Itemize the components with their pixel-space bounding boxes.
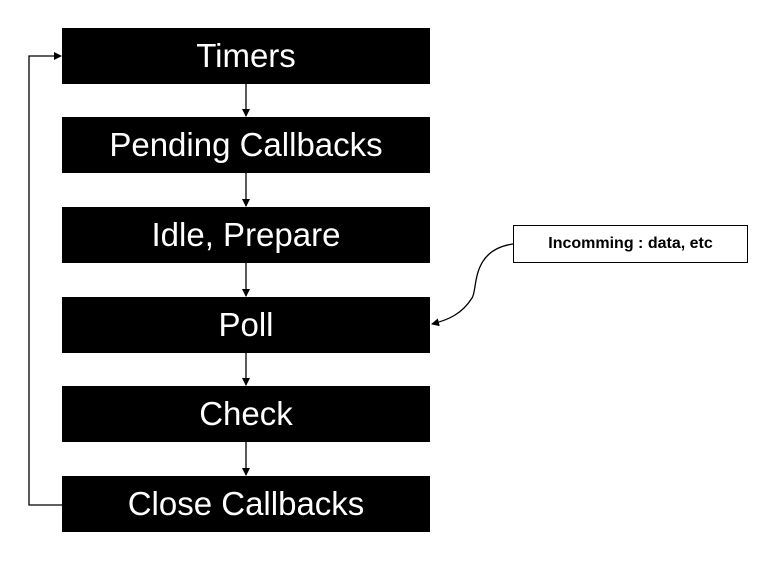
phase-label: Timers	[196, 37, 296, 74]
phase-idle-prepare: Idle, Prepare	[62, 207, 430, 263]
phase-check: Check	[62, 386, 430, 442]
phase-label: Check	[199, 395, 293, 432]
phase-timers: Timers	[62, 28, 430, 84]
incoming-data-box: Incomming : data, etc	[513, 225, 748, 263]
incoming-label: Incomming : data, etc	[548, 235, 713, 252]
incoming-to-poll-arrow	[431, 243, 514, 327]
phase-label: Close Callbacks	[127, 485, 365, 522]
loop-back-arrow	[28, 52, 62, 506]
phase-label: Pending Callbacks	[109, 126, 383, 163]
phase-close-callbacks: Close Callbacks	[62, 476, 430, 532]
phase-label: Idle, Prepare	[151, 216, 341, 253]
phase-pending-callbacks: Pending Callbacks	[62, 117, 430, 173]
phase-label: Poll	[218, 306, 274, 343]
phase-poll: Poll	[62, 297, 430, 353]
